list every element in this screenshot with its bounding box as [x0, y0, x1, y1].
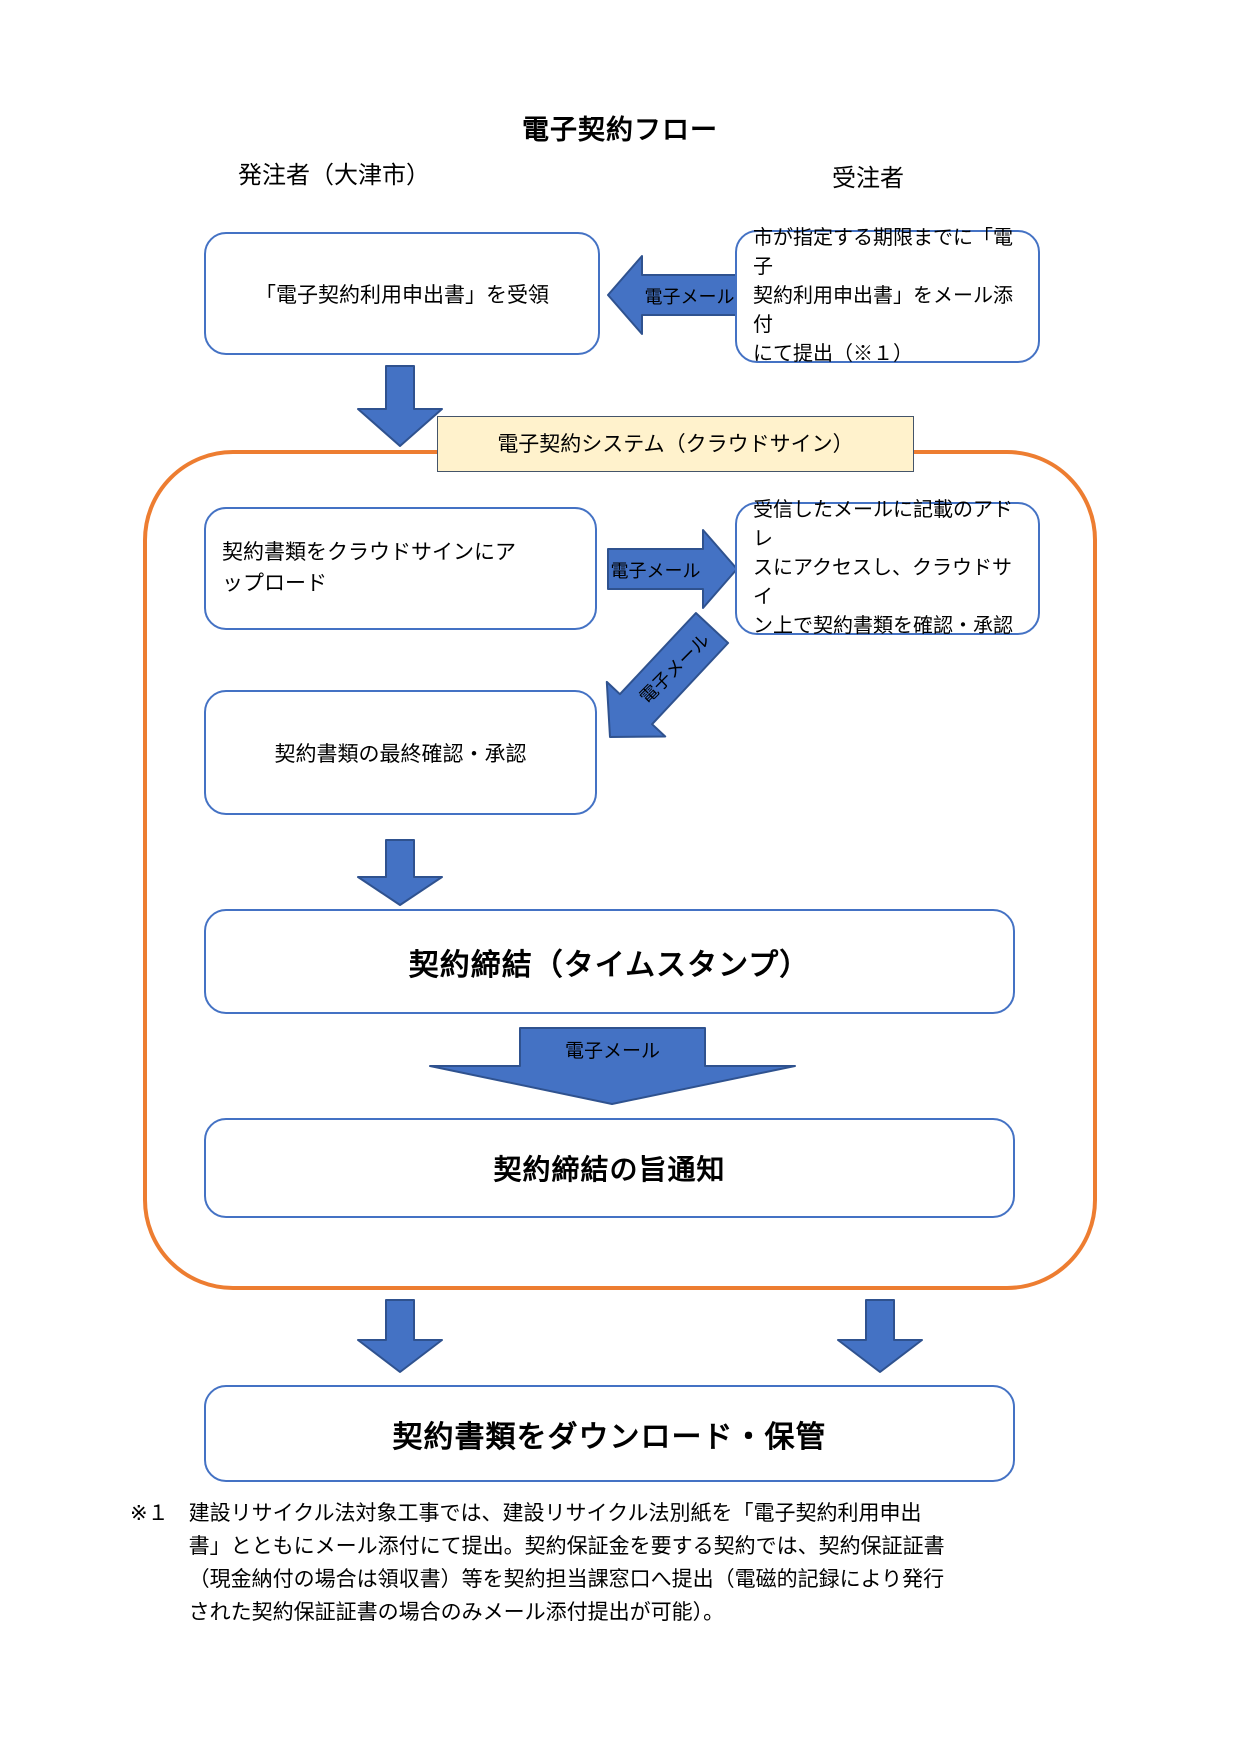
page-title: 電子契約フロー — [522, 115, 718, 145]
box-submit-application-text: 市が指定する期限までに「電子 契約利用申出書」をメール添付 にて提出（※１） — [753, 227, 1013, 365]
box-conclusion-notice: 契約締結の旨通知 — [204, 1118, 1015, 1218]
box-upload-documents-text: 契約書類をクラウドサインにア ップロード — [222, 541, 516, 595]
box-submit-application: 市が指定する期限までに「電子 契約利用申出書」をメール添付 にて提出（※１） — [735, 227, 1040, 365]
arrow-email-wide-down-icon — [429, 1027, 796, 1105]
arrow-down-right-exit-icon — [837, 1299, 923, 1373]
box-conclusion-notice-text: 契約締結の旨通知 — [493, 1154, 726, 1185]
column-header-orderer: 発注者（大津市） — [238, 162, 430, 189]
box-contract-conclusion: 契約締結（タイムスタンプ） — [204, 909, 1015, 1014]
box-download-store-text: 契約書類をダウンロード・保管 — [392, 1420, 827, 1454]
footnote-marker: ※１ — [130, 1502, 169, 1525]
footnote: ※１ 建設リサイクル法対象工事では、建設リサイクル法別紙を「電子契約利用申出 書… — [130, 1498, 1090, 1630]
box-final-confirmation-text: 契約書類の最終確認・承認 — [274, 742, 527, 766]
box-download-store: 契約書類をダウンロード・保管 — [204, 1385, 1015, 1482]
column-header-contractor: 受注者 — [832, 165, 904, 192]
arrow-down-to-container-icon — [357, 365, 443, 447]
arrow-down-to-conclude-icon — [357, 839, 443, 906]
email-label-upload: 電子メール — [610, 561, 701, 581]
email-label-notify: 電子メール — [564, 1041, 660, 1062]
arrow-email-diagonal-icon — [605, 612, 730, 738]
box-contract-conclusion-text: 契約締結（タイムスタンプ） — [408, 948, 811, 982]
box-final-confirmation: 契約書類の最終確認・承認 — [204, 690, 597, 815]
system-label: 電子契約システム（クラウドサイン） — [437, 416, 914, 472]
arrow-email-right-icon — [607, 529, 738, 609]
box-access-confirm-text: 受信したメールに記載のアドレ スにアクセスし、クラウドサイ ン上で契約書類を確認… — [753, 499, 1013, 637]
box-receive-application-text: 「電子契約利用申出書」を受領 — [255, 283, 549, 307]
box-upload-documents: 契約書類をクラウドサインにア ップロード — [204, 507, 597, 630]
box-receive-application: 「電子契約利用申出書」を受領 — [204, 232, 600, 355]
arrow-down-left-exit-icon — [357, 1299, 443, 1373]
email-label-receive: 電子メール — [644, 287, 735, 307]
footnote-text: 建設リサイクル法対象工事では、建設リサイクル法別紙を「電子契約利用申出 書」とと… — [188, 1502, 945, 1624]
box-access-confirm: 受信したメールに記載のアドレ スにアクセスし、クラウドサイ ン上で契約書類を確認… — [735, 499, 1040, 637]
